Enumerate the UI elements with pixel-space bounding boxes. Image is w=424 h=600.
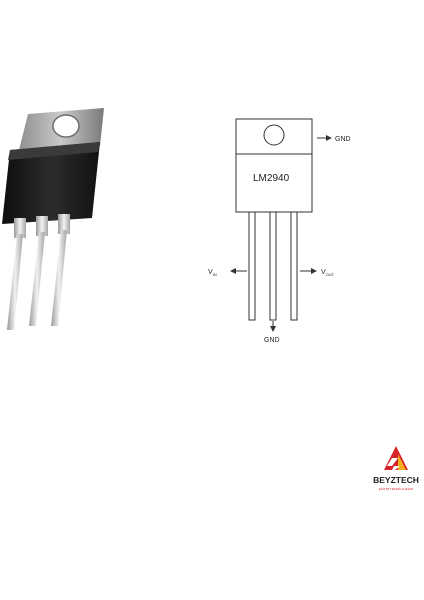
lead-1 bbox=[7, 234, 23, 330]
diagram-hole bbox=[263, 124, 285, 146]
logo-tagline: EĞİTİM TEKNOLOJİLERİ bbox=[379, 486, 414, 491]
package-body bbox=[2, 142, 100, 224]
lead-3 bbox=[51, 230, 67, 326]
mounting-hole bbox=[52, 114, 80, 138]
regulator-photo bbox=[2, 108, 104, 330]
pinout-diagram: LM2940 GND VIN VOUT GND bbox=[208, 118, 351, 344]
gnd-tab-label: GND bbox=[335, 136, 351, 143]
beyztech-logo: BEYZTECH EĞİTİM TEKNOLOJİLERİ bbox=[373, 446, 419, 491]
gnd-bottom-label: GND bbox=[264, 337, 280, 344]
logo-brand: BEYZTECH bbox=[373, 475, 419, 485]
diagram-pin-2 bbox=[269, 211, 277, 321]
diagram-pin-3 bbox=[290, 211, 298, 321]
vout-label: VOUT bbox=[321, 269, 335, 277]
vin-label: VIN bbox=[208, 269, 217, 277]
part-label: LM2940 bbox=[253, 173, 290, 184]
diagram-pin-1 bbox=[248, 211, 256, 321]
lead-2 bbox=[29, 232, 45, 326]
diagram-body bbox=[235, 153, 313, 213]
